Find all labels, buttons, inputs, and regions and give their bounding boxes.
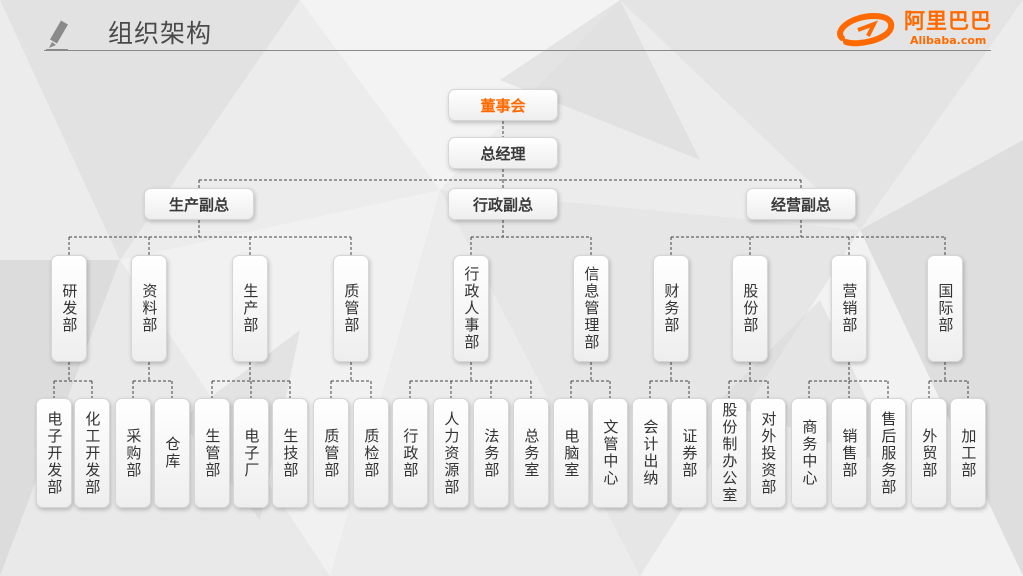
dept-box: 信息管理部 xyxy=(573,255,609,362)
sub-dept-box: 法务部 xyxy=(473,398,509,508)
vp-box: 经营副总 xyxy=(746,188,856,220)
sub-dept-box: 文管中心 xyxy=(592,398,628,508)
sub-dept-box: 售后服务部 xyxy=(870,398,906,508)
gm-box: 总经理 xyxy=(448,137,558,169)
dept-box: 资料部 xyxy=(131,255,167,362)
sub-dept-box: 总务室 xyxy=(513,398,549,508)
sub-dept-box: 生管部 xyxy=(194,398,230,508)
header-divider xyxy=(44,50,991,51)
board-box: 董事会 xyxy=(448,89,558,121)
sub-dept-box: 质管部 xyxy=(313,398,349,508)
dept-box: 质管部 xyxy=(333,255,369,362)
sub-dept-box: 商务中心 xyxy=(791,398,827,508)
sub-dept-box: 加工部 xyxy=(950,398,986,508)
dept-box: 国际部 xyxy=(927,255,963,362)
sub-dept-box: 股份制办公室 xyxy=(711,398,747,508)
vp-box: 生产副总 xyxy=(144,188,254,220)
sub-dept-box: 电子厂 xyxy=(233,398,269,508)
sub-dept-box: 仓库 xyxy=(154,398,190,508)
sub-dept-box: 质检部 xyxy=(353,398,389,508)
alibaba-swoosh-icon xyxy=(837,12,895,47)
sub-dept-box: 生技部 xyxy=(272,398,308,508)
sub-dept-box: 对外投资部 xyxy=(750,398,786,508)
page-title: 组织架构 xyxy=(108,19,213,48)
dept-box: 营销部 xyxy=(831,255,867,362)
dept-box: 股份部 xyxy=(732,255,768,362)
alibaba-logo: 阿里巴巴 Alibaba.com xyxy=(832,8,992,50)
vp-box: 行政副总 xyxy=(448,188,558,220)
sub-dept-box: 销售部 xyxy=(831,398,867,508)
sub-dept-box: 人力资源部 xyxy=(433,398,469,508)
sub-dept-box: 电子开发部 xyxy=(36,398,72,508)
dept-box: 行政人事部 xyxy=(453,255,489,362)
sub-dept-box: 外贸部 xyxy=(911,398,947,508)
logo-chinese-text: 阿里巴巴 xyxy=(904,9,992,33)
logo-english-text: Alibaba.com xyxy=(910,34,987,47)
dept-box: 财务部 xyxy=(653,255,689,362)
sub-dept-box: 电脑室 xyxy=(553,398,589,508)
sub-dept-box: 证券部 xyxy=(671,398,707,508)
sub-dept-box: 采购部 xyxy=(115,398,151,508)
sub-dept-box: 化工开发部 xyxy=(74,398,110,508)
dept-box: 生产部 xyxy=(232,255,268,362)
dept-box: 研发部 xyxy=(51,255,87,362)
sub-dept-box: 行政部 xyxy=(392,398,428,508)
sub-dept-box: 会计出纳 xyxy=(632,398,668,508)
